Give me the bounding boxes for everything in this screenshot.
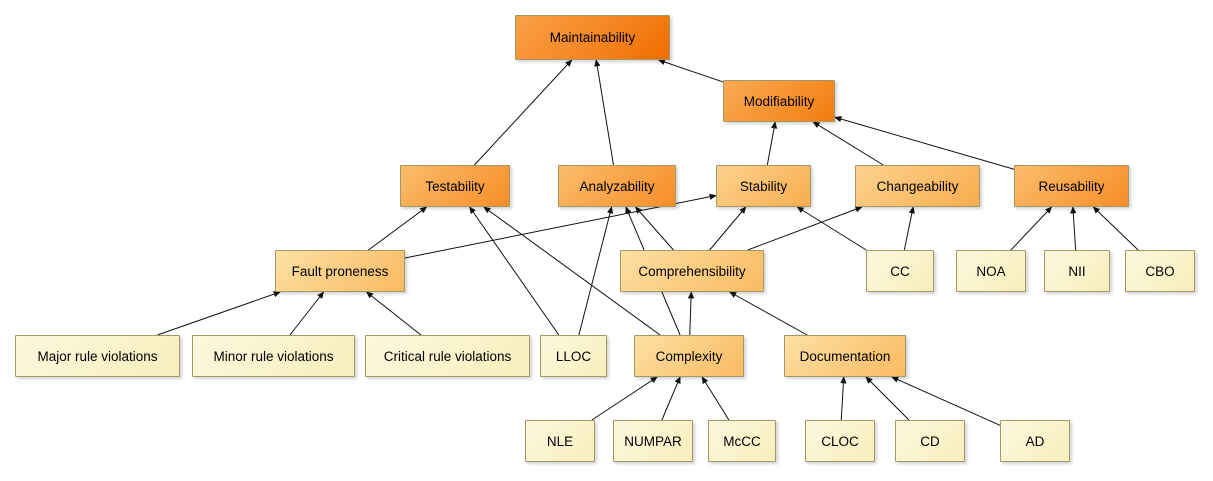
- edge-testability-to-maintainability: [474, 59, 573, 166]
- node-label: Changeability: [876, 178, 959, 194]
- node-reusability: Reusability: [1014, 165, 1129, 207]
- node-label: NOA: [976, 263, 1006, 279]
- edge-noa-to-reusability: [1010, 206, 1053, 251]
- node-documentation: Documentation: [784, 335, 906, 377]
- node-lloc: LLOC: [540, 335, 607, 377]
- node-label: Analyzability: [579, 178, 655, 194]
- node-nii: NII: [1044, 250, 1110, 292]
- node-stability: Stability: [716, 165, 811, 207]
- node-maintainability: Maintainability: [515, 15, 670, 60]
- node-nle: NLE: [525, 420, 595, 462]
- node-label: McCC: [723, 433, 761, 449]
- edge-complexity-to-comprehensibility: [687, 291, 695, 336]
- node-label: Modifiability: [743, 93, 815, 109]
- node-major-rule-violations: Major rule violations: [15, 335, 180, 377]
- edge-reusability-to-modifiability: [834, 116, 1015, 170]
- node-label: CLOC: [821, 433, 859, 449]
- edge-stability-to-modifiability: [766, 121, 778, 166]
- edge-comprehensibility-to-analyzability: [635, 206, 674, 251]
- node-label: AD: [1025, 433, 1045, 449]
- node-label: Reusability: [1038, 178, 1105, 194]
- node-cc: CC: [866, 250, 934, 292]
- edge-analyzability-to-maintainability: [594, 59, 615, 166]
- node-label: Testability: [425, 178, 485, 194]
- node-label: LLOC: [555, 348, 592, 364]
- node-label: CC: [890, 263, 910, 279]
- node-cloc: CLOC: [805, 420, 875, 462]
- edge-cc-to-changeability: [903, 206, 915, 251]
- edge-nii-to-reusability: [1070, 206, 1077, 251]
- node-cd: CD: [895, 420, 965, 462]
- edge-cc-to-stability: [796, 206, 867, 251]
- node-cbo: CBO: [1125, 250, 1195, 292]
- edge-changeability-to-modifiability: [812, 121, 884, 166]
- edge-lloc-to-testability: [469, 206, 560, 336]
- edge-cd-to-documentation: [865, 376, 910, 421]
- node-label: Maintainability: [549, 30, 636, 45]
- node-label: CD: [920, 433, 940, 449]
- edge-minor-rule-violations-to-fault-proneness: [289, 291, 325, 336]
- edge-ad-to-documentation: [891, 376, 1001, 426]
- edge-comprehensibility-to-changeability: [747, 206, 863, 251]
- node-minor-rule-violations: Minor rule violations: [192, 335, 355, 377]
- node-label: Comprehensibility: [638, 263, 746, 279]
- node-label: Minor rule violations: [213, 348, 334, 364]
- node-label: NII: [1068, 263, 1086, 279]
- node-analyzability: Analyzability: [558, 165, 676, 207]
- edge-complexity-to-testability: [483, 206, 661, 336]
- edge-numpar-to-complexity: [661, 376, 681, 421]
- edge-documentation-to-comprehensibility: [729, 291, 808, 336]
- node-testability: Testability: [400, 165, 510, 207]
- edge-fault-proneness-to-testability: [368, 206, 428, 251]
- edge-cbo-to-reusability: [1092, 206, 1139, 251]
- node-label: NLE: [546, 433, 574, 449]
- node-comprehensibility: Comprehensibility: [620, 250, 764, 292]
- edge-nle-to-complexity: [591, 376, 658, 421]
- edge-mccc-to-complexity: [701, 376, 730, 421]
- node-label: Major rule violations: [37, 348, 158, 364]
- node-mccc: McCC: [708, 420, 776, 462]
- node-numpar: NUMPAR: [613, 420, 693, 462]
- node-label: Stability: [739, 178, 788, 194]
- node-modifiability: Modifiability: [723, 80, 835, 122]
- node-changeability: Changeability: [855, 165, 980, 207]
- edge-comprehensibility-to-stability: [709, 206, 747, 251]
- node-label: NUMPAR: [624, 433, 682, 449]
- edge-lloc-to-analyzability: [578, 206, 614, 336]
- node-label: Fault proneness: [291, 263, 389, 279]
- node-complexity: Complexity: [634, 335, 744, 377]
- node-label: Complexity: [655, 348, 723, 364]
- edge-major-rule-violations-to-fault-proneness: [157, 291, 281, 336]
- node-ad: AD: [1000, 420, 1070, 462]
- edge-cloc-to-documentation: [840, 376, 847, 421]
- edge-modifiability-to-maintainability: [657, 59, 724, 83]
- edge-critical-rule-violations-to-fault-proneness: [365, 291, 422, 336]
- node-critical-rule-violations: Critical rule violations: [365, 335, 530, 377]
- node-label: Critical rule violations: [383, 348, 512, 364]
- node-label: Documentation: [799, 348, 891, 364]
- node-label: CBO: [1145, 263, 1175, 279]
- node-noa: NOA: [956, 250, 1026, 292]
- node-fault-proneness: Fault proneness: [275, 250, 405, 292]
